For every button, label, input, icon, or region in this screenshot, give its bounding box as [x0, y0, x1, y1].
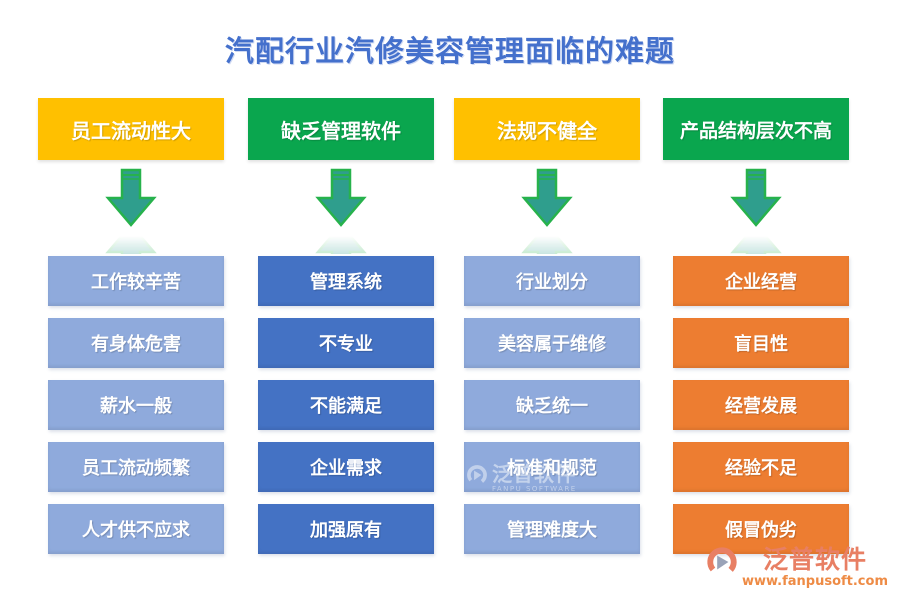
item-box: 企业需求 [258, 442, 434, 492]
column-header: 法规不健全 [454, 98, 640, 160]
item-box: 人才供不应求 [48, 504, 224, 554]
item-box: 经营发展 [673, 380, 849, 430]
column-header: 缺乏管理软件 [248, 98, 434, 160]
page-title: 汽配行业汽修美容管理面临的难题 [224, 34, 675, 68]
item-box: 假冒伪劣 [673, 504, 849, 554]
column-product-structure: 产品结构层次不高 企业经营 盲目性 经营发展 经验不足 假冒伪劣 [663, 98, 849, 554]
item-box: 加强原有 [258, 504, 434, 554]
down-arrow-icon [663, 160, 849, 256]
item-box: 不能满足 [258, 380, 434, 430]
item-box: 企业经营 [673, 256, 849, 306]
item-box: 工作较辛苦 [48, 256, 224, 306]
column-header: 员工流动性大 [38, 98, 224, 160]
item-list: 工作较辛苦 有身体危害 薪水一般 员工流动频繁 人才供不应求 [48, 256, 224, 554]
item-list: 企业经营 盲目性 经营发展 经验不足 假冒伪劣 [673, 256, 849, 554]
down-arrow-icon [454, 160, 640, 256]
column-staff-turnover: 员工流动性大 工作较辛苦 有身体危害 薪水一般 员工流动频繁 人才供不应求 [38, 98, 224, 554]
column-header: 产品结构层次不高 [663, 98, 849, 160]
brand-logo-icon [707, 547, 737, 577]
item-box: 有身体危害 [48, 318, 224, 368]
brand-logo: 泛普软件 www.fanpusoft.com [706, 546, 888, 589]
item-box: 管理系统 [258, 256, 434, 306]
item-box: 员工流动频繁 [48, 442, 224, 492]
item-box: 薪水一般 [48, 380, 224, 430]
brand-name: 泛普软件 [762, 545, 867, 574]
item-box: 标准和规范 [464, 442, 640, 492]
item-box: 行业划分 [464, 256, 640, 306]
item-box: 缺乏统一 [464, 380, 640, 430]
item-box: 不专业 [258, 318, 434, 368]
brand-url: www.fanpusoft.com [741, 573, 888, 589]
column-lack-software: 缺乏管理软件 管理系统 不专业 不能满足 企业需求 加强原有 [248, 98, 434, 554]
item-box: 盲目性 [673, 318, 849, 368]
item-box: 管理难度大 [464, 504, 640, 554]
item-box: 美容属于维修 [464, 318, 640, 368]
down-arrow-icon [38, 160, 224, 256]
column-imperfect-regulations: 法规不健全 行业划分 美容属于维修 缺乏统一 标准和规范 管理难度大 [454, 98, 640, 554]
item-list: 管理系统 不专业 不能满足 企业需求 加强原有 [258, 256, 434, 554]
item-box: 经验不足 [673, 442, 849, 492]
item-list: 行业划分 美容属于维修 缺乏统一 标准和规范 管理难度大 [464, 256, 640, 554]
down-arrow-icon [248, 160, 434, 256]
